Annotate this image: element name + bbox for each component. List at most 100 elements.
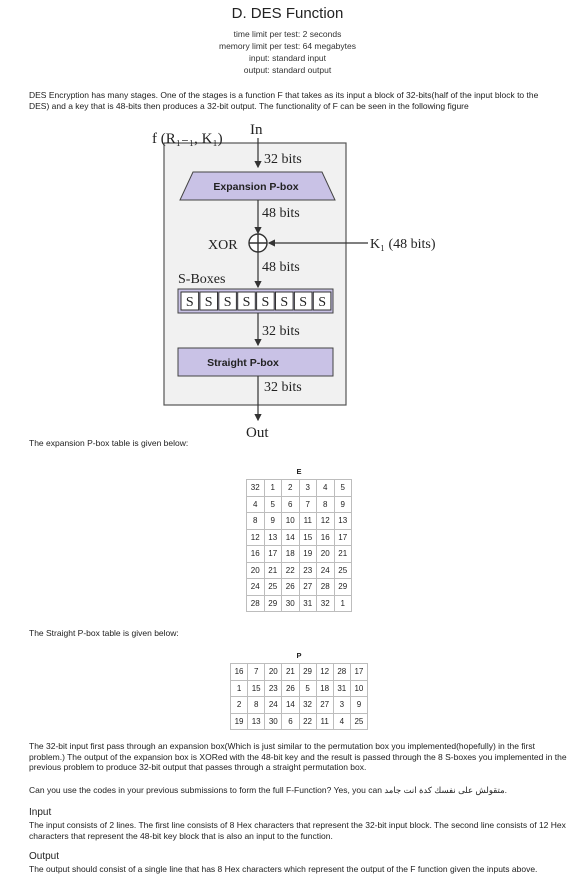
expansion-table-cell: 9 (263, 512, 282, 530)
straight-table-cell: 22 (298, 712, 317, 730)
expansion-table-cell: 28 (316, 578, 335, 596)
sbox-cell (199, 291, 218, 311)
sbox-cell (312, 291, 332, 311)
des-f-function-diagram: f (R₁₋₁, K₁) In 32 bits Expansion P-box … (152, 122, 436, 441)
expansion-table-cell: 27 (298, 578, 317, 596)
sbox-cell (218, 291, 237, 311)
expansion-table-cell: 22 (281, 561, 300, 579)
expansion-table-cell: 28 (246, 594, 265, 612)
sbox-cell (180, 291, 200, 311)
sbox-letter: S (243, 295, 251, 310)
process-paragraph: The 32-bit input first pass through an e… (29, 741, 567, 772)
expansion-table-cell: 31 (298, 594, 317, 612)
expansion-table-cell: 1 (333, 594, 352, 612)
straight-table-cell: 3 (332, 696, 351, 714)
straight-table-cell: 27 (315, 696, 334, 714)
expansion-table-cell: 7 (298, 495, 317, 513)
straight-table-cell: 20 (264, 663, 283, 681)
xor-label: XOR (208, 238, 238, 253)
straight-table-cell: 31 (332, 679, 351, 697)
straight-table-cell: 15 (247, 679, 266, 697)
output-spec: output: standard output (243, 65, 332, 75)
straight-table-cell: 16 (229, 663, 249, 681)
sbox-cell (293, 291, 313, 311)
straight-table-cell: 13 (247, 712, 266, 730)
straight-table-cell: 6 (281, 712, 300, 730)
sbox-letter: S (318, 295, 326, 310)
sbox-cell (275, 291, 294, 311)
key-label: K₁ (48 bits) (370, 237, 436, 252)
expansion-table-cell: 11 (298, 512, 317, 530)
bits-label-32-c: 32 bits (264, 380, 302, 395)
straight-table-cell: 23 (264, 679, 283, 697)
straight-table-cell: 2 (229, 696, 249, 714)
expansion-table-cell: 25 (333, 561, 352, 579)
expansion-table-cell: 30 (281, 594, 300, 612)
straight-intro: The Straight P-box table is given below: (29, 628, 179, 638)
expansion-table-cell: 8 (246, 512, 265, 530)
sbox-letter: S (280, 295, 288, 310)
expansion-table-cell: 21 (333, 545, 352, 563)
bits-label-48-b: 48 bits (262, 260, 300, 275)
expansion-table-cell: 32 (246, 479, 265, 497)
straight-table-cell: 32 (298, 696, 317, 714)
bits-label-32-b: 32 bits (262, 324, 300, 339)
straight-table-cell: 9 (349, 696, 369, 714)
output-label: Out (246, 425, 269, 441)
sbox-cell (256, 291, 275, 311)
expansion-table-cell: 5 (333, 479, 352, 497)
straight-table-cell: 21 (281, 663, 300, 681)
expansion-table-cell: 1 (263, 479, 282, 497)
expansion-table-cell: 16 (316, 528, 335, 546)
expansion-table-cell: 6 (281, 495, 300, 513)
sbox-letter: S (299, 295, 307, 310)
expansion-table-label: E (296, 467, 302, 476)
sbox-letter: S (205, 295, 213, 310)
expansion-p-box (179, 171, 336, 201)
straight-table-cell: 1 (229, 679, 249, 697)
straight-table-cell: 4 (332, 712, 351, 730)
straight-table-cell: 30 (264, 712, 283, 730)
input-label: In (250, 122, 263, 138)
memory-limit: memory limit per test: 64 megabytes (219, 41, 356, 51)
expansion-table-cell: 20 (246, 561, 265, 579)
intro-paragraph: DES Encryption has many stages. One of t… (29, 90, 539, 111)
sbox-letter: S (186, 295, 194, 310)
input-heading: Input (29, 807, 52, 818)
expansion-table-cell: 17 (333, 528, 352, 546)
output-description: The output should consist of a single li… (29, 864, 538, 874)
straight-table-cell: 11 (315, 712, 334, 730)
straight-table-cell: 29 (298, 663, 317, 681)
expansion-p-box-label: Expansion P-box (213, 181, 298, 193)
expansion-table-cell: 20 (316, 545, 335, 563)
straight-table-cell: 24 (264, 696, 283, 714)
straight-table-cell: 26 (281, 679, 300, 697)
straight-table-cell: 12 (315, 663, 334, 681)
expansion-table-cell: 2 (281, 479, 300, 497)
expansion-table-cell: 9 (333, 495, 352, 513)
expansion-table-cell: 14 (281, 528, 300, 546)
expansion-table-cell: 29 (333, 578, 352, 596)
sbox-letter: S (224, 295, 232, 310)
expansion-table-cell: 32 (316, 594, 335, 612)
expansion-table-cell: 29 (263, 594, 282, 612)
straight-table-cell: 19 (229, 712, 249, 730)
expansion-table-cell: 15 (298, 528, 317, 546)
straight-table-cell: 25 (349, 712, 369, 730)
straight-table-cell: 14 (281, 696, 300, 714)
expansion-table-cell: 16 (246, 545, 265, 563)
expansion-table-cell: 13 (333, 512, 352, 530)
expansion-table-cell: 26 (281, 578, 300, 596)
straight-table-label: P (296, 651, 302, 660)
question-paragraph: Can you use the codes in your previous s… (29, 785, 508, 795)
expansion-table-cell: 24 (246, 578, 265, 596)
